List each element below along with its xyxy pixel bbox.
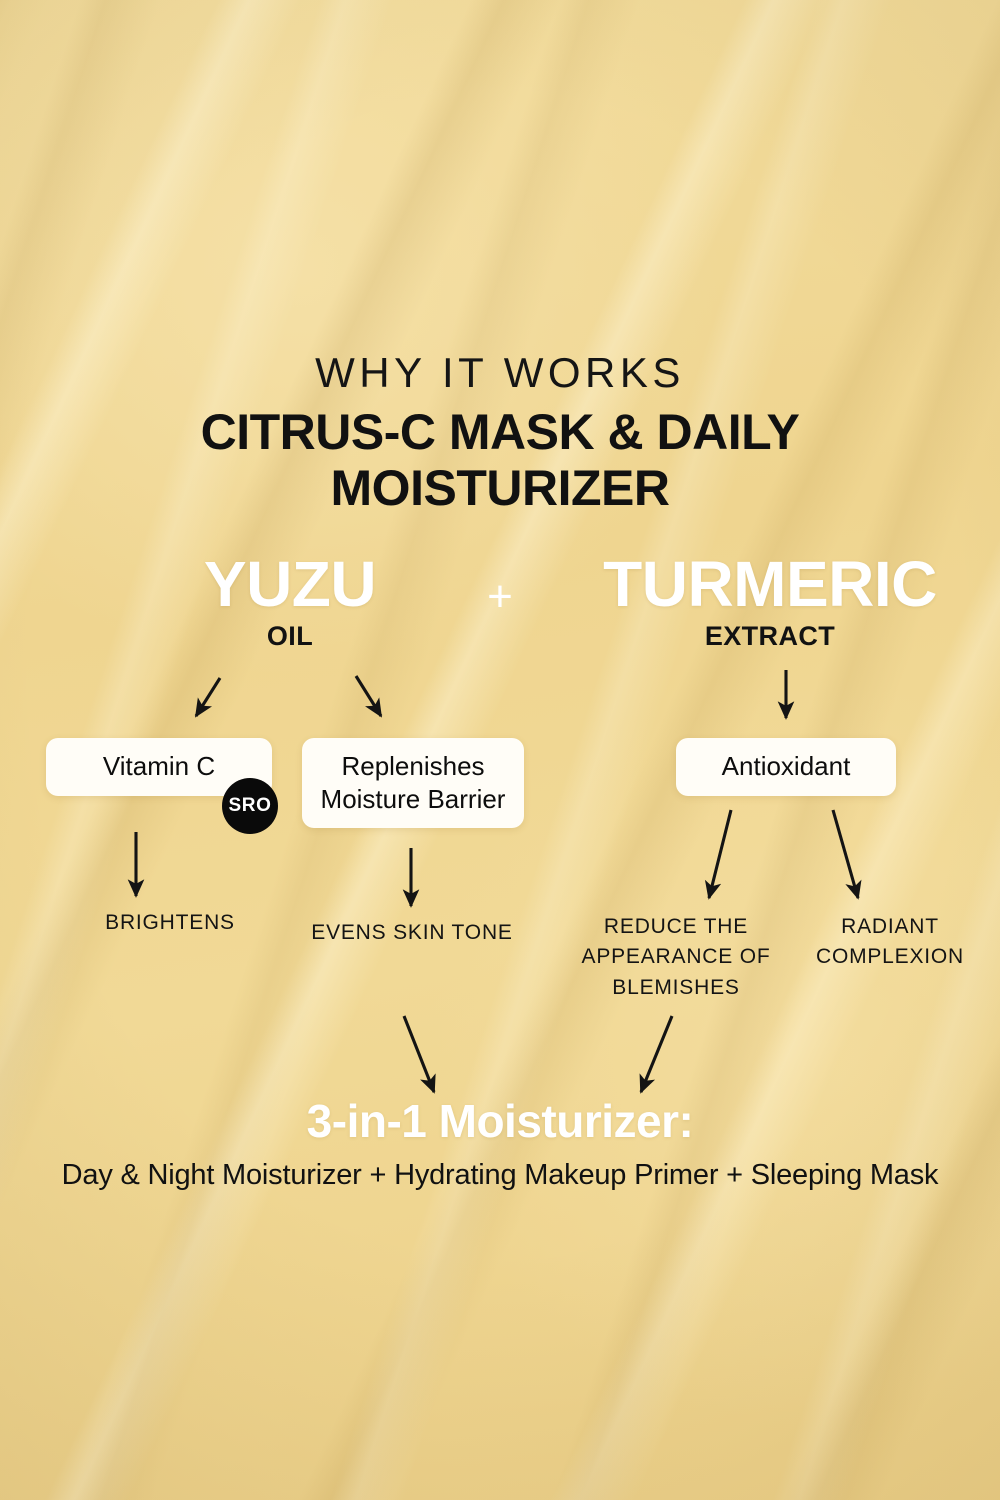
page-eyebrow: WHY IT WORKS — [315, 349, 685, 396]
benefit-radiant-complexion: RADIANT COMPLEXION — [815, 915, 965, 969]
ingredient-yuzu-name: YUZU — [203, 548, 377, 620]
benefit-evens-skin-tone: EVENS SKIN TONE — [311, 921, 513, 944]
result-title: 3-in-1 Moisturizer: — [306, 1095, 694, 1147]
ingredient-turmeric: TURMERIC EXTRACT — [560, 552, 980, 650]
property-card-moisture-barrier: Replenishes Moisture Barrier — [302, 738, 524, 828]
ingredient-turmeric-name: TURMERIC — [603, 548, 937, 620]
benefit-reduce-blemishes: REDUCE THE APPEARANCE OF BLEMISHES — [581, 915, 771, 999]
ingredient-turmeric-form: EXTRACT — [704, 621, 836, 651]
ingredient-yuzu: YUZU OIL — [140, 552, 440, 650]
plus-icon: + — [487, 572, 513, 621]
benefit-brightens: BRIGHTENS — [105, 911, 235, 934]
page-title-line-2: MOISTURIZER — [330, 460, 670, 516]
result-subtitle: Day & Night Moisturizer + Hydrating Make… — [61, 1159, 939, 1191]
property-card-antioxidant: Antioxidant — [676, 738, 896, 796]
ingredient-yuzu-form: OIL — [266, 621, 314, 651]
page-title-line-1: CITRUS-C MASK & DAILY — [200, 404, 800, 460]
sro-brand-badge: SRO — [222, 778, 278, 834]
page-title: CITRUS-C MASK & DAILY MOISTURIZER — [0, 404, 1000, 516]
